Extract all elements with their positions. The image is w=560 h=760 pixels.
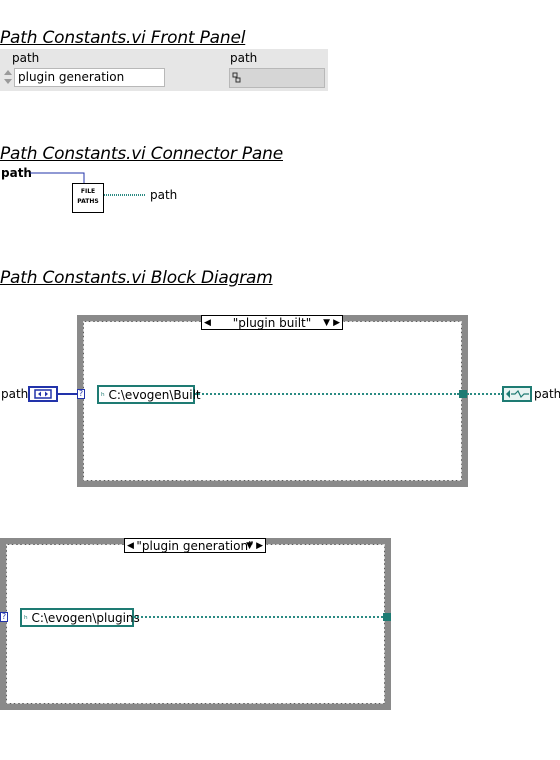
vi-icon[interactable]: FILE PATHS (72, 183, 104, 213)
case-selector-terminal-1: ? (77, 389, 85, 399)
path-constant-2[interactable]: ʰ C:\evogen\plugins (20, 608, 140, 627)
case-selector-1[interactable]: ◀ "plugin built" ▼ ▶ (201, 315, 343, 330)
decrement-case-icon[interactable]: ◀ (204, 318, 211, 328)
connector-pane-title: Path Constants.vi Connector Pane (0, 144, 283, 164)
output-tunnel-2 (383, 613, 391, 621)
case-dropdown-icon[interactable]: ▼ (323, 318, 330, 328)
case-dropdown-icon-2[interactable]: ▼ (246, 541, 253, 551)
output-terminal-label: path (534, 387, 560, 401)
path-wire-out (467, 393, 503, 395)
enum-control-terminal[interactable] (28, 386, 58, 402)
increment-case-icon-2[interactable]: ▶ (256, 541, 263, 551)
input-terminal-label: path (1, 387, 29, 401)
path-type-icon-2: ʰ (24, 615, 28, 625)
vi-icon-text-1: FILE (80, 188, 96, 195)
path-constant-2-value: C:\evogen\plugins (31, 611, 140, 625)
path-indicator-field (229, 68, 325, 88)
connector-wires (30, 172, 146, 196)
path-indicator-label: path (230, 51, 258, 65)
path-symbol-icon (232, 72, 241, 83)
path-indicator-icon (506, 389, 529, 399)
vi-icon-text-2: PATHS (77, 198, 99, 205)
path-control-browse-arrows[interactable] (2, 67, 14, 87)
connector-output-label: path (150, 188, 178, 202)
case-selector-1-value: "plugin built" (232, 316, 312, 330)
increment-case-icon[interactable]: ▶ (333, 318, 340, 328)
path-constant-1-value: C:\evogen\Built (108, 388, 201, 402)
case-selector-terminal-2: ? (0, 612, 8, 622)
case-selector-2-value: "plugin generation" (136, 539, 254, 553)
path-wire-1 (195, 393, 459, 395)
case-selector-2[interactable]: ◀ "plugin generation" ▼ ▶ (124, 538, 266, 553)
path-wire-2 (134, 616, 383, 618)
path-indicator-terminal[interactable] (502, 386, 532, 402)
connector-input-label: path (1, 166, 32, 180)
enum-wire (58, 393, 78, 395)
front-panel-title: Path Constants.vi Front Panel (0, 28, 246, 48)
path-control-field[interactable]: plugin generation (14, 68, 165, 87)
path-control-label: path (12, 51, 40, 65)
output-tunnel-1 (459, 390, 467, 398)
block-diagram-title: Path Constants.vi Block Diagram (0, 268, 273, 288)
decrement-case-icon-2[interactable]: ◀ (127, 541, 134, 551)
path-constant-1[interactable]: ʰ C:\evogen\Built (97, 385, 201, 404)
path-type-icon-1: ʰ (101, 392, 105, 402)
